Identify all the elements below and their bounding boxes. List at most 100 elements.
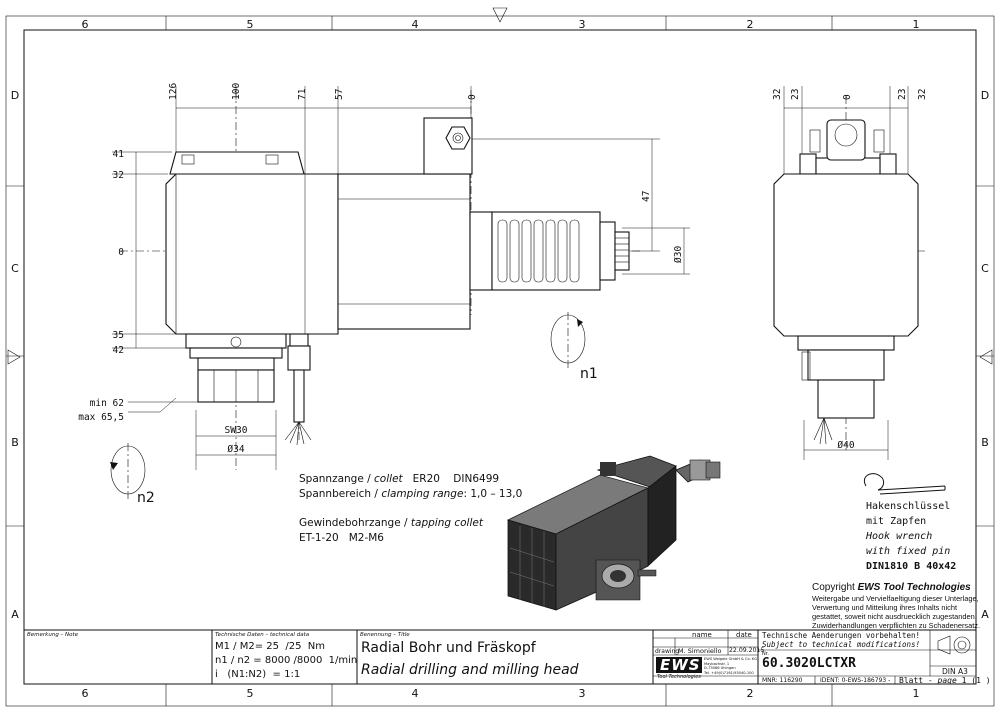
- row-label: D: [11, 89, 19, 102]
- title-block: [23, 629, 977, 685]
- row-label: A: [981, 608, 989, 621]
- collet-de: Spannzange /: [299, 473, 371, 485]
- copyright-l1: Weitergabe und Vervielfaeltigung dieser …: [812, 594, 979, 603]
- dim-47: 47: [641, 191, 652, 202]
- ews-logo: [656, 657, 702, 673]
- col-date: date: [736, 631, 752, 639]
- dim-32: 32: [113, 170, 124, 181]
- change-de: Technische Aenderungen vorbehalten!: [762, 631, 921, 640]
- title-en: Radial drilling and milling head: [361, 662, 579, 678]
- company-l1: EWS Weigele GmbH & Co. KG: [704, 657, 758, 661]
- nr-label: Nr.: [762, 651, 769, 657]
- row-label: A: [11, 608, 19, 621]
- column-markers-top: 6 5 4 3 2 1: [82, 7, 920, 31]
- row-label: B: [11, 436, 19, 449]
- col-label: 3: [579, 687, 586, 700]
- dim-d34: Ø34: [227, 444, 244, 455]
- dim-d30: Ø30: [673, 246, 684, 263]
- col-name: name: [692, 631, 712, 639]
- dim-d40: Ø40: [837, 440, 854, 451]
- col-label: 5: [247, 18, 254, 31]
- col-label: 6: [82, 687, 89, 700]
- rotation-n1-icon: [550, 312, 586, 368]
- ident: IDENT: 0-EWS-186793 -: [820, 677, 891, 684]
- label-n1: n1: [580, 366, 598, 382]
- page-val: 1 (1 ): [961, 676, 991, 685]
- copyright-l2: Verwertung und Mitteilung ihres Inhalts …: [812, 603, 958, 612]
- company-l2: Maybachstr. 1: [704, 661, 730, 666]
- wrench-l1: Hakenschlüssel: [866, 501, 951, 512]
- label-n2: n2: [137, 490, 155, 506]
- dim-35: 35: [113, 330, 124, 341]
- row-markers: D C B A D C B A: [6, 89, 994, 621]
- copyright-l3: gestattet, soweit nicht ausdruecklich zu…: [812, 612, 977, 621]
- din-size: DIN A3: [942, 667, 968, 676]
- dim-0-top: 0: [467, 94, 478, 100]
- page-de: Blatt -: [899, 676, 933, 685]
- company-l3: D-73066 Uhingen: [704, 666, 736, 670]
- copyright-l4: Zuwiderhandlungen verpflichten zu Schade…: [812, 621, 981, 630]
- dim-0-side: 0: [842, 94, 853, 100]
- company-address: EWS Weigele GmbH & Co. KG Maybachstr. 1 …: [704, 657, 757, 675]
- part-number: 60.3020LCTXR: [762, 656, 856, 671]
- dim-max: max 65,5: [78, 412, 124, 423]
- collet-line: Spannzange / collet ER20 DIN6499: [299, 472, 522, 487]
- wrench-l5: DIN1810 B 40x42: [866, 561, 957, 572]
- copyright-prefix: Copyright: [812, 582, 858, 593]
- range-de: Spannbereich /: [299, 488, 378, 500]
- drawer-name: M. Simoniello: [678, 647, 722, 655]
- dim-32-right: 32: [917, 89, 928, 100]
- dim-57: 57: [334, 89, 345, 100]
- dim-23-left: 23: [790, 89, 801, 100]
- title-label: Benennung – Title: [360, 632, 410, 638]
- col-label: 2: [747, 18, 754, 31]
- dim-100: 100: [231, 83, 242, 100]
- tap-val: ET-1-20 M2-M6: [299, 532, 384, 544]
- tech-i-row: i (N1:N2) = 1:1: [215, 669, 301, 680]
- logo-sub: Tool Technologies: [657, 674, 701, 680]
- col-label: 4: [412, 687, 419, 700]
- collet-en: collet: [374, 473, 403, 485]
- col-label: 2: [747, 687, 754, 700]
- wrench-l2: mit Zapfen: [866, 516, 927, 527]
- mnr: MNR: 116290: [762, 677, 803, 684]
- range-en: clamping range: [381, 488, 464, 500]
- row-label: B: [981, 436, 989, 449]
- company-l4: Tel. +49(0)7161/93040-100: [704, 670, 754, 675]
- title-de: Radial Bohr und Fräskopf: [361, 640, 536, 656]
- col-label: 1: [913, 18, 920, 31]
- dim-32-left: 32: [772, 89, 783, 100]
- row-label: C: [981, 262, 989, 275]
- row-label: C: [11, 262, 19, 275]
- column-markers-bottom: 6 5 4 3 2 1: [82, 684, 920, 706]
- page-info: Blatt - page 1 (1 ): [899, 676, 991, 685]
- col-label: 1: [913, 687, 920, 700]
- hook-wrench-icon: [864, 473, 946, 495]
- copyright-title: Copyright EWS Tool Technologies: [812, 582, 980, 594]
- logo-text: EWS: [660, 656, 701, 674]
- copyright-block: Copyright EWS Tool Technologies Weiterga…: [812, 582, 980, 630]
- projection-symbol-icon: [937, 635, 971, 655]
- col-label: 4: [412, 18, 419, 31]
- copyright-brand: EWS Tool Technologies: [857, 582, 971, 593]
- front-view: 41 32 0 35 42 min 62 max 65,5 SW30 Ø34 1…: [78, 83, 690, 506]
- center-mark-right: [979, 349, 993, 365]
- dim-0: 0: [118, 247, 124, 258]
- wrench-l3: Hook wrench: [866, 531, 933, 542]
- outer-frame: [5, 15, 995, 707]
- side-view: 32 23 0 23 32 Ø40: [772, 86, 928, 460]
- range-val: : 1,0 – 13,0: [463, 488, 523, 500]
- tech-m-row: M1 / M2= 25 /25 Nm: [215, 641, 326, 652]
- center-mark-left: [7, 349, 21, 365]
- row-label: D: [981, 89, 989, 102]
- col-label: 6: [82, 18, 89, 31]
- tap-en: tapping collet: [410, 517, 483, 529]
- dim-sw30: SW30: [225, 425, 248, 436]
- remark-label: Bemerkung – Note: [27, 632, 79, 638]
- center-mark-top: [492, 7, 508, 23]
- col-label: 3: [579, 18, 586, 31]
- page-en: page: [937, 676, 957, 685]
- collet-val: ER20 DIN6499: [412, 473, 500, 485]
- iso-view: [506, 455, 721, 611]
